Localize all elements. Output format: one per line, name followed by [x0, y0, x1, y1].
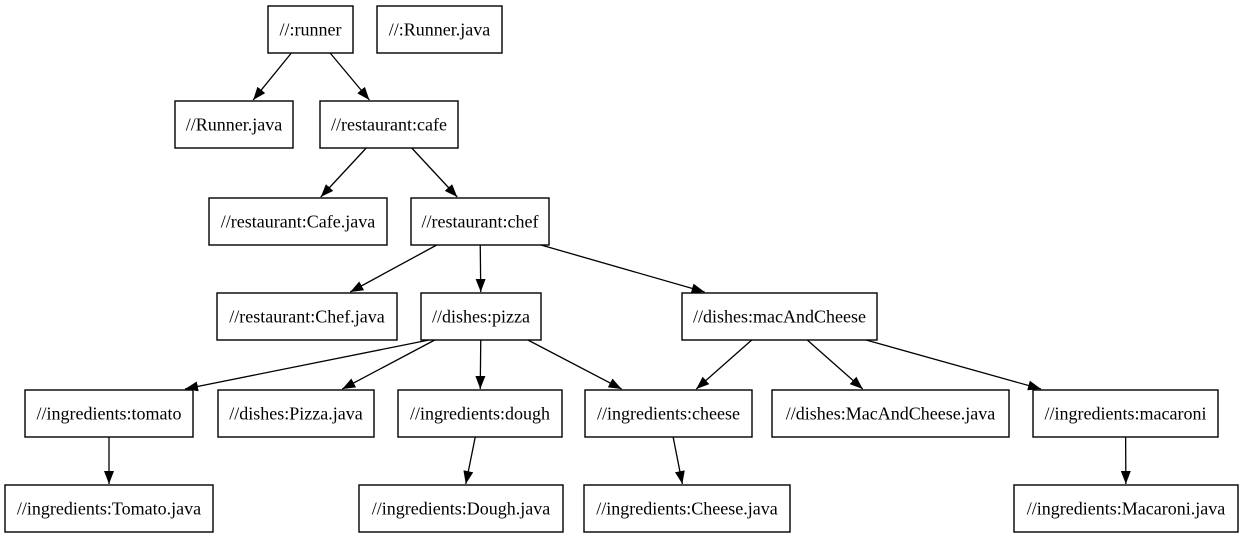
node-label-mac_and_cheese_java: //dishes:MacAndCheese.java [786, 404, 995, 424]
graph-node-mac_and_cheese: //dishes:macAndCheese [681, 292, 878, 341]
edges-layer [104, 52, 1131, 485]
edge-dough-to-dough_java [463, 436, 476, 485]
node-label-runner_java: //Runner.java [186, 115, 282, 135]
graph-node-macaroni_java: //ingredients:Macaroni.java [1013, 484, 1239, 533]
node-label-chef: //restaurant:chef [422, 212, 539, 232]
edge-chef-to-pizza [475, 244, 486, 293]
node-label-pizza_java: //dishes:Pizza.java [229, 404, 362, 424]
graph-node-chef: //restaurant:chef [410, 197, 550, 246]
graph-node-dough: //ingredients:dough [397, 389, 563, 438]
graph-node-mac_and_cheese_java: //dishes:MacAndCheese.java [771, 389, 1010, 438]
node-box-runner [267, 5, 354, 54]
node-label-runner: //:runner [280, 20, 342, 40]
graph-node-tomato: //ingredients:tomato [24, 389, 194, 438]
edge-chef-to-chef_java [349, 244, 438, 293]
edge-cheese-to-cheese_java [672, 436, 685, 485]
node-label-macaroni_java: //ingredients:Macaroni.java [1027, 499, 1225, 519]
edge-pizza-to-dough [475, 339, 486, 390]
graph-node-cheese: //ingredients:cheese [584, 389, 753, 438]
edge-chef-to-mac_and_cheese [540, 244, 705, 294]
node-label-tomato_java: //ingredients:Tomato.java [17, 499, 201, 519]
graph-node-cafe_java: //restaurant:Cafe.java [208, 197, 388, 246]
node-box-cafe [319, 100, 459, 149]
edge-mac_and_cheese-to-mac_and_cheese_java [806, 339, 864, 390]
node-label-cafe: //restaurant:cafe [331, 115, 447, 135]
nodes-layer: //:runner //:Runner.java //Runner.java //re… [4, 5, 1239, 533]
node-label-pizza: //dishes:pizza [432, 307, 530, 327]
node-box-runner_java_root [376, 5, 503, 54]
graph-node-runner: //:runner [267, 5, 354, 54]
node-box-dough [397, 389, 563, 438]
node-box-mac_and_cheese_java [771, 389, 1010, 438]
graph-node-chef_java: //restaurant:Chef.java [216, 292, 398, 341]
node-box-chef [410, 197, 550, 246]
graph-node-runner_java: //Runner.java [174, 100, 294, 149]
edge-cafe-to-cafe_java [320, 147, 367, 198]
node-box-dough_java [358, 484, 564, 533]
edge-runner-to-cafe [329, 52, 370, 101]
edge-cafe-to-chef [411, 147, 458, 198]
graph-node-cheese_java: //ingredients:Cheese.java [583, 484, 791, 533]
node-box-macaroni_java [1013, 484, 1239, 533]
node-label-chef_java: //restaurant:Chef.java [229, 307, 384, 327]
node-box-cheese_java [583, 484, 791, 533]
node-box-cafe_java [208, 197, 388, 246]
node-box-tomato_java [4, 484, 214, 533]
node-label-runner_java_root: //:Runner.java [389, 20, 490, 40]
graph-node-tomato_java: //ingredients:Tomato.java [4, 484, 214, 533]
edge-runner-to-runner_java [252, 52, 292, 101]
node-box-macaroni [1032, 389, 1219, 438]
node-box-pizza_java [217, 389, 375, 438]
node-box-tomato [24, 389, 194, 438]
node-label-mac_and_cheese: //dishes:macAndCheese [693, 307, 866, 327]
node-label-cheese: //ingredients:cheese [597, 404, 740, 424]
graph-node-dough_java: //ingredients:Dough.java [358, 484, 564, 533]
node-box-cheese [584, 389, 753, 438]
node-box-chef_java [216, 292, 398, 341]
edge-pizza-to-cheese [527, 339, 622, 390]
node-label-cheese_java: //ingredients:Cheese.java [596, 499, 777, 519]
graph-node-macaroni: //ingredients:macaroni [1032, 389, 1219, 438]
edge-pizza-to-tomato [184, 339, 430, 392]
edge-mac_and_cheese-to-macaroni [865, 339, 1042, 391]
graph-node-pizza: //dishes:pizza [420, 292, 542, 341]
node-box-mac_and_cheese [681, 292, 878, 341]
graph-node-cafe: //restaurant:cafe [319, 100, 459, 149]
node-label-tomato: //ingredients:tomato [37, 404, 182, 424]
graph-node-runner_java_root: //:Runner.java [376, 5, 503, 54]
node-label-macaroni: //ingredients:macaroni [1045, 404, 1207, 424]
node-label-dough_java: //ingredients:Dough.java [372, 499, 550, 519]
node-box-pizza [420, 292, 542, 341]
node-label-cafe_java: //restaurant:Cafe.java [221, 212, 375, 232]
edge-mac_and_cheese-to-cheese [695, 339, 753, 390]
edge-pizza-to-pizza_java [341, 339, 436, 390]
node-box-runner_java [174, 100, 294, 149]
graph-node-pizza_java: //dishes:Pizza.java [217, 389, 375, 438]
node-label-dough: //ingredients:dough [410, 404, 550, 424]
